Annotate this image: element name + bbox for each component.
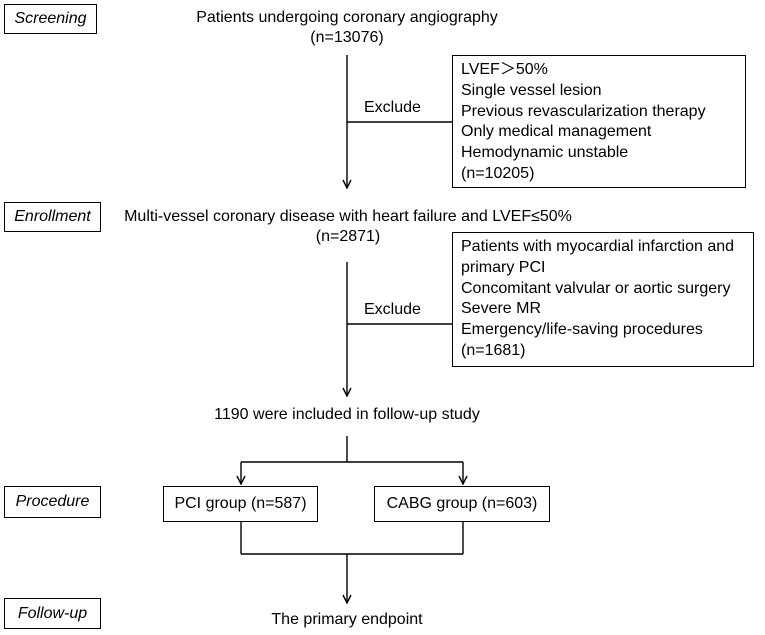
exclusion-1-item: LVEF＞50%: [461, 61, 548, 78]
primary-endpoint: The primary endpoint: [271, 611, 423, 628]
included-node: 1190 were included in follow-up study: [214, 406, 480, 423]
screening-title: Patients undergoing coronary angiography: [196, 9, 498, 26]
exclusion-2-item: Patients with myocardial infarction and: [461, 238, 735, 255]
exclusion-1-item: Only medical management: [461, 123, 652, 141]
screening-node: Patients undergoing coronary angiography…: [147, 8, 547, 48]
exclusion-2-count: (n=1681): [461, 341, 526, 359]
stage-screening: Screening: [4, 4, 97, 34]
exclusion-2-item: Emergency/life-saving procedures: [461, 321, 703, 339]
cabg-group-box: CABG group (n=603): [374, 486, 550, 522]
stage-enrollment: Enrollment: [4, 202, 101, 232]
exclude-label-2: Exclude: [364, 301, 421, 318]
exclusion-box-1: LVEF＞50% Single vessel lesion Previous r…: [452, 55, 746, 188]
stage-procedure: Procedure: [4, 486, 101, 518]
pci-group-box: PCI group (n=587): [163, 486, 318, 522]
exclude-label-1: Exclude: [364, 99, 421, 116]
enrollment-title: Multi-vessel coronary disease with heart…: [124, 208, 572, 225]
exclusion-2-item: primary PCI: [461, 258, 546, 276]
exclusion-1-item: Hemodynamic unstable: [461, 144, 629, 162]
exclusion-box-2: Patients with myocardial infarction and …: [452, 232, 754, 367]
exclusion-2-item: Concomitant valvular or aortic surgery: [461, 279, 731, 297]
exclusion-2-item: Severe MR: [461, 300, 542, 318]
stage-followup: Follow-up: [4, 598, 101, 629]
enrollment-node: Multi-vessel coronary disease with heart…: [108, 207, 588, 247]
exclusion-1-item: Single vessel lesion: [461, 81, 602, 99]
screening-count: (n=13076): [310, 29, 384, 46]
exclusion-1-item: Previous revascularization therapy: [461, 102, 706, 120]
enrollment-count: (n=2871): [315, 228, 381, 245]
exclusion-1-count: (n=10205): [461, 164, 535, 182]
